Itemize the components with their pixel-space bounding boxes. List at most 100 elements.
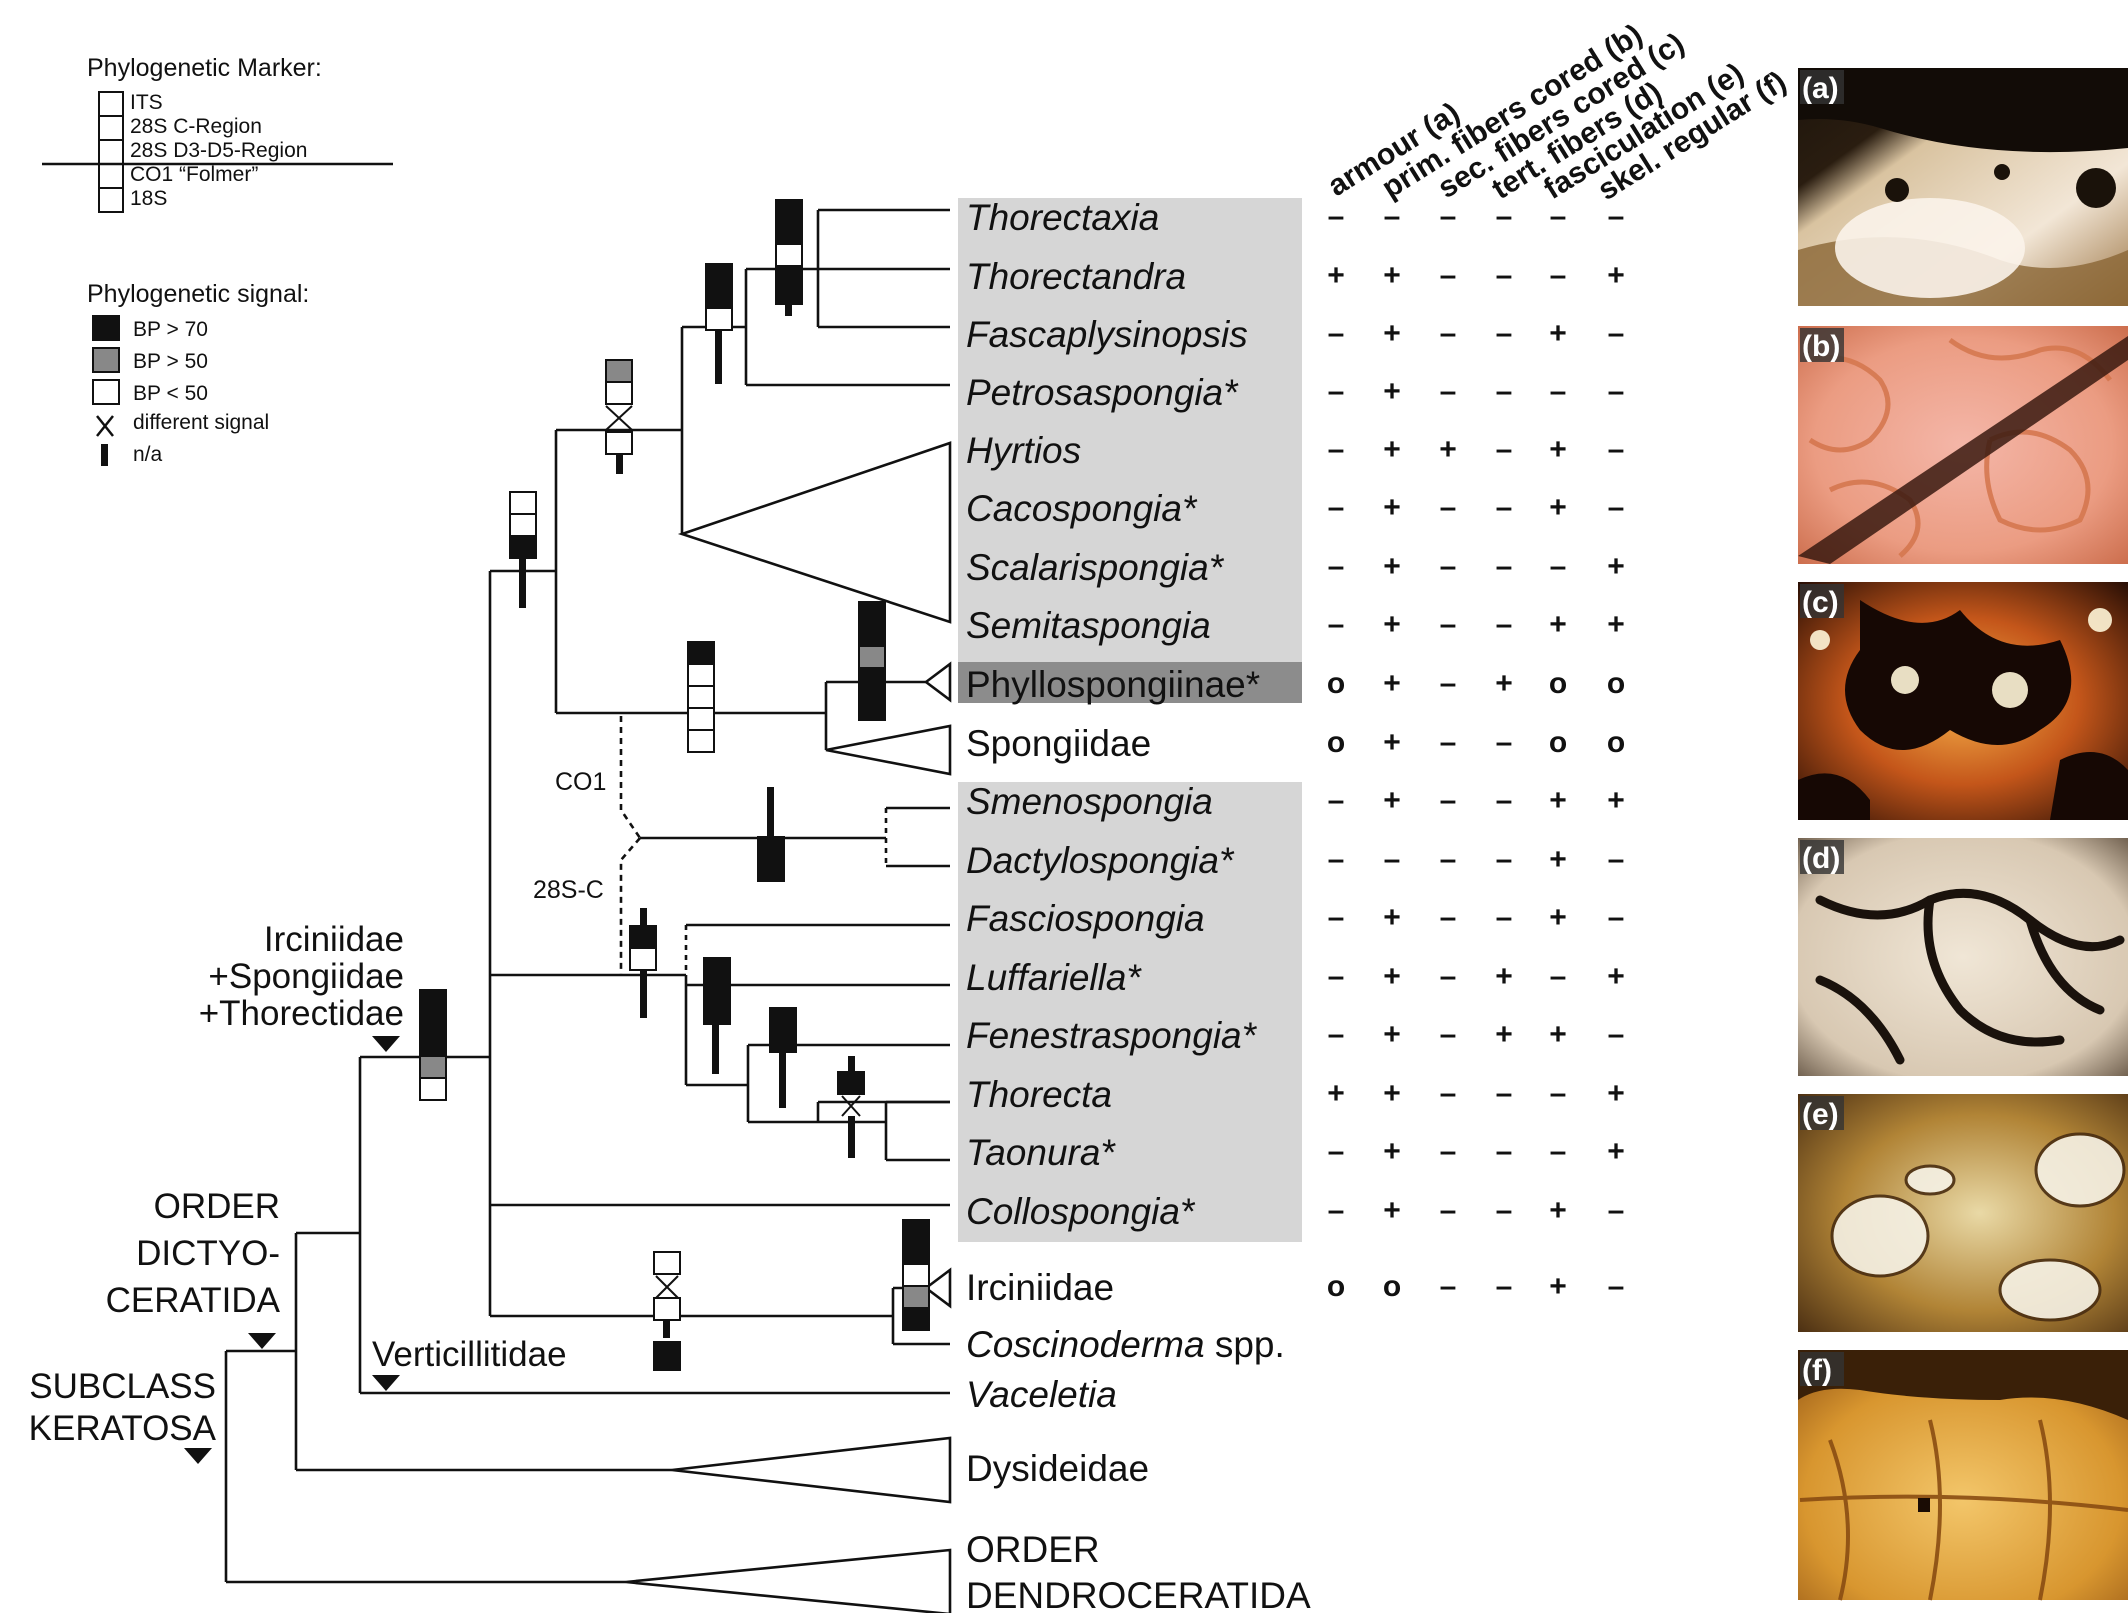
character-state-7-3: – <box>1440 550 1457 583</box>
taxon-hyrtios: Hyrtios <box>966 430 1081 471</box>
character-state-12-3: – <box>1440 843 1457 876</box>
character-state-13-1: – <box>1328 901 1345 934</box>
taxon-phyllospongiinae: Phyllospongiinae* <box>966 664 1260 705</box>
character-state-8-3: – <box>1440 608 1457 641</box>
marker-28s-d3d5-label: 28S D3-D5-Region <box>130 139 307 162</box>
character-state-3-5: + <box>1549 317 1567 350</box>
taxon-smenospongia: Smenospongia <box>966 781 1213 822</box>
marker-its-label: ITS <box>130 91 163 114</box>
keratosa-label: KERATOSA <box>29 1409 217 1448</box>
signal-strong-swatch <box>92 315 120 341</box>
taxon-semitaspongia: Semitaspongia <box>966 605 1211 646</box>
marker-18s-label: 18S <box>130 187 167 210</box>
character-state-1-3: – <box>1440 200 1457 233</box>
character-state-6-6: – <box>1608 491 1625 524</box>
character-state-17-2: + <box>1383 1135 1401 1168</box>
character-state-1-1: – <box>1328 200 1345 233</box>
character-state-11-5: + <box>1549 784 1567 817</box>
character-state-15-6: – <box>1608 1018 1625 1051</box>
character-state-19-4: – <box>1496 1270 1513 1303</box>
signal-legend-title: Phylogenetic signal: <box>87 280 309 308</box>
character-state-18-5: + <box>1549 1194 1567 1227</box>
character-state-1-6: – <box>1608 200 1625 233</box>
character-state-6-4: – <box>1496 491 1513 524</box>
character-state-9-5: o <box>1549 667 1567 700</box>
character-state-15-3: – <box>1440 1018 1457 1051</box>
character-state-5-1: – <box>1328 433 1345 466</box>
character-state-18-6: – <box>1608 1194 1625 1227</box>
marker-28s-c-label: 28S C-Region <box>130 115 262 138</box>
legend: Phylogenetic Marker: ITS 28S C-Region 28… <box>42 54 393 466</box>
taxon-thorectaxia: Thorectaxia <box>966 197 1159 238</box>
character-state-7-5: – <box>1550 550 1567 583</box>
signal-na-bar-icon <box>101 444 108 466</box>
photo-label-d: (d) <box>1802 842 1840 875</box>
marker-co1-label: CO1 “Folmer” <box>130 163 258 186</box>
character-state-3-1: – <box>1328 317 1345 350</box>
character-state-10-4: – <box>1496 726 1513 759</box>
photo-panel-b: (b) <box>1798 326 2128 564</box>
taxon-taonura: Taonura* <box>966 1132 1116 1173</box>
character-state-2-6: + <box>1607 259 1625 292</box>
character-state-14-2: + <box>1383 960 1401 993</box>
taxon-coscinoderma: Coscinoderma <box>966 1324 1205 1365</box>
character-state-2-1: + <box>1327 259 1345 292</box>
character-state-14-6: + <box>1607 960 1625 993</box>
character-state-5-2: + <box>1383 433 1401 466</box>
character-state-15-4: + <box>1495 1018 1513 1051</box>
character-state-3-2: + <box>1383 317 1401 350</box>
dictyoceratida-node-triangle <box>248 1333 276 1349</box>
taxon-coscinoderma-suffix: spp. <box>1205 1324 1285 1365</box>
character-state-15-2: + <box>1383 1018 1401 1051</box>
character-state-6-5: + <box>1549 491 1567 524</box>
alternative-placement-branches <box>619 716 642 975</box>
character-state-16-1: + <box>1327 1077 1345 1110</box>
character-state-19-3: – <box>1440 1270 1457 1303</box>
character-state-10-5: o <box>1549 726 1567 759</box>
taxon-scalarispongia: Scalarispongia* <box>966 547 1225 588</box>
taxon-spongiidae: Spongiidae <box>966 723 1151 764</box>
character-matrix: ––––––++–––+–+––+––+–––––++–+––+––+––+––… <box>1327 200 1625 1303</box>
character-state-17-3: – <box>1440 1135 1457 1168</box>
taxon-fasciospongia: Fasciospongia <box>966 898 1205 939</box>
character-state-6-1: – <box>1328 491 1345 524</box>
character-state-11-4: – <box>1496 784 1513 817</box>
branch-support-markers <box>419 199 930 1371</box>
character-state-13-2: + <box>1383 901 1401 934</box>
signal-na-label: n/a <box>133 443 163 466</box>
signal-cross-icon <box>96 415 114 437</box>
character-state-5-5: + <box>1549 433 1567 466</box>
character-state-16-4: – <box>1496 1077 1513 1110</box>
taxon-dactylospongia: Dactylospongia* <box>966 840 1235 881</box>
character-state-11-6: + <box>1607 784 1625 817</box>
character-state-7-2: + <box>1383 550 1401 583</box>
character-state-18-2: + <box>1383 1194 1401 1227</box>
photo-panel-a: (a) <box>1798 68 2128 306</box>
character-state-16-2: + <box>1383 1077 1401 1110</box>
character-state-4-2: + <box>1383 375 1401 408</box>
thorectidae-highlight-upper <box>958 198 1302 662</box>
character-state-17-5: – <box>1550 1135 1567 1168</box>
character-state-17-6: + <box>1607 1135 1625 1168</box>
taxon-luffariella: Luffariella* <box>966 957 1142 998</box>
dictyo-label: DICTYO- <box>136 1234 280 1273</box>
taxon-dendroceratida-line2: DENDROCERATIDA <box>966 1575 1311 1613</box>
character-state-10-6: o <box>1607 726 1625 759</box>
phylogenetic-tree <box>224 208 952 1613</box>
photo-label-c: (c) <box>1802 586 1839 619</box>
character-state-14-5: – <box>1550 960 1567 993</box>
group-node-markers <box>184 1036 400 1464</box>
signal-medium-label: BP > 50 <box>133 350 208 373</box>
character-state-5-6: – <box>1608 433 1625 466</box>
taxon-thorecta: Thorecta <box>966 1074 1112 1115</box>
character-state-18-4: – <box>1496 1194 1513 1227</box>
photo-label-a: (a) <box>1802 72 1839 105</box>
character-state-15-1: – <box>1328 1018 1345 1051</box>
verticillitidae-label: Verticillitidae <box>372 1335 567 1374</box>
photo-label-f: (f) <box>1802 1354 1832 1387</box>
28s-c-branch-tag: 28S-C <box>533 876 604 904</box>
character-state-13-5: + <box>1549 901 1567 934</box>
photo-label-b: (b) <box>1802 330 1840 363</box>
character-state-11-2: + <box>1383 784 1401 817</box>
character-state-16-6: + <box>1607 1077 1625 1110</box>
